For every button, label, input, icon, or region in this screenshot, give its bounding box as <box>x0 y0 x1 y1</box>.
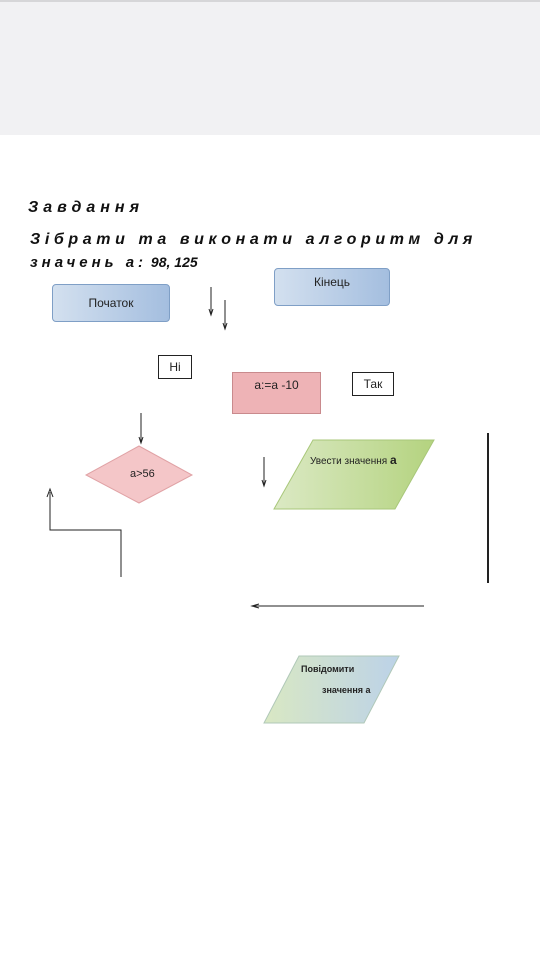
arrow-head <box>250 603 260 609</box>
start-label: Початок <box>88 296 134 310</box>
condition-label: а>56 <box>130 468 155 480</box>
process-label: а:=а -10 <box>254 378 299 392</box>
output-parallelogram <box>263 655 400 724</box>
task-heading: Завдання <box>28 199 144 216</box>
process-block: а:=а -10 <box>232 372 321 414</box>
condition-diamond <box>84 445 194 504</box>
input-label-var: а <box>389 453 397 467</box>
elbow-connector <box>49 492 122 577</box>
yes-label: Так <box>363 377 383 391</box>
arrow-head <box>208 308 214 317</box>
output-label-line2: значення а <box>322 685 371 695</box>
arrow-head <box>222 322 228 331</box>
input-parallelogram <box>273 439 435 510</box>
task-text-line1: Зібрати та виконати алгоритм для <box>30 231 477 248</box>
arrow-head <box>261 479 267 488</box>
arrow-head <box>46 487 54 498</box>
task-text-prefix: значень а: <box>30 254 148 271</box>
output-label-line1: Повідомити <box>301 664 355 674</box>
top-bar <box>0 0 540 135</box>
task-text-line2: значень а: 98, 125 <box>30 254 198 271</box>
yes-label-box: Так <box>352 372 394 396</box>
no-label-box: Ні <box>158 355 192 379</box>
input-label-text: Увести значення <box>310 456 388 467</box>
end-label: Кінець <box>313 275 351 289</box>
end-terminal: Кінець <box>274 268 390 306</box>
start-terminal: Початок <box>52 284 170 322</box>
no-label: Ні <box>169 360 181 374</box>
task-values: 98, 125 <box>147 254 198 270</box>
arrow-head <box>138 436 144 445</box>
input-label: Увести значення а <box>310 453 397 467</box>
